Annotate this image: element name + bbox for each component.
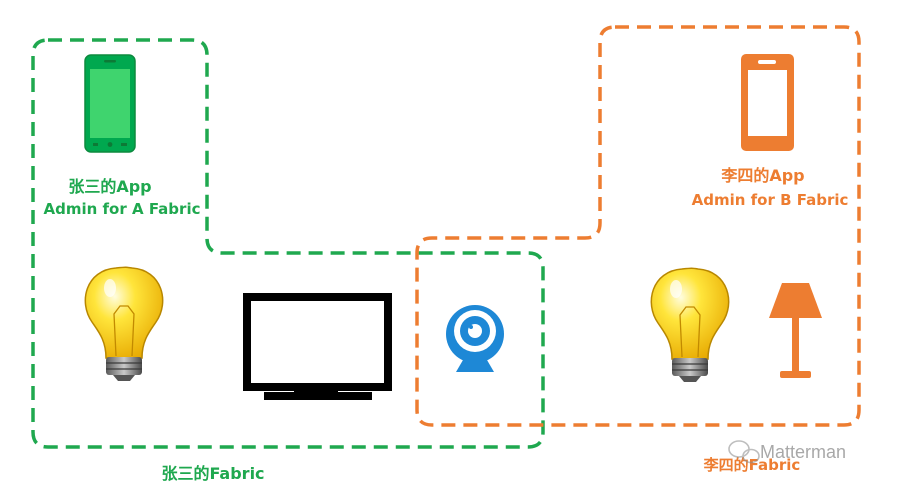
fabric-a-app-label: 张三的App	[68, 177, 151, 196]
watermark-text: Matterman	[760, 442, 846, 462]
lightbulb-icon	[650, 267, 730, 382]
smartphone-icon	[741, 54, 794, 151]
wechat-icon	[728, 440, 760, 464]
fabric-a-boundary	[31, 38, 545, 449]
lightbulb-icon	[84, 266, 164, 381]
fabric-b-boundary	[415, 25, 861, 427]
floor-lamp-icon	[769, 283, 822, 378]
watermark: Matterman	[728, 440, 846, 464]
fabric-b-app-label: 李四的App	[720, 166, 804, 185]
smartphone-icon	[84, 54, 136, 153]
tv-monitor-icon	[243, 293, 392, 400]
webcam-icon	[446, 305, 504, 372]
fabric-b-label: 李四的Fabric	[703, 456, 801, 474]
fabric-b-admin-label: Admin for B Fabric	[692, 191, 849, 209]
fabric-a-admin-label: Admin for A Fabric	[44, 200, 201, 218]
fabric-a-label: 张三的Fabric	[161, 464, 264, 483]
